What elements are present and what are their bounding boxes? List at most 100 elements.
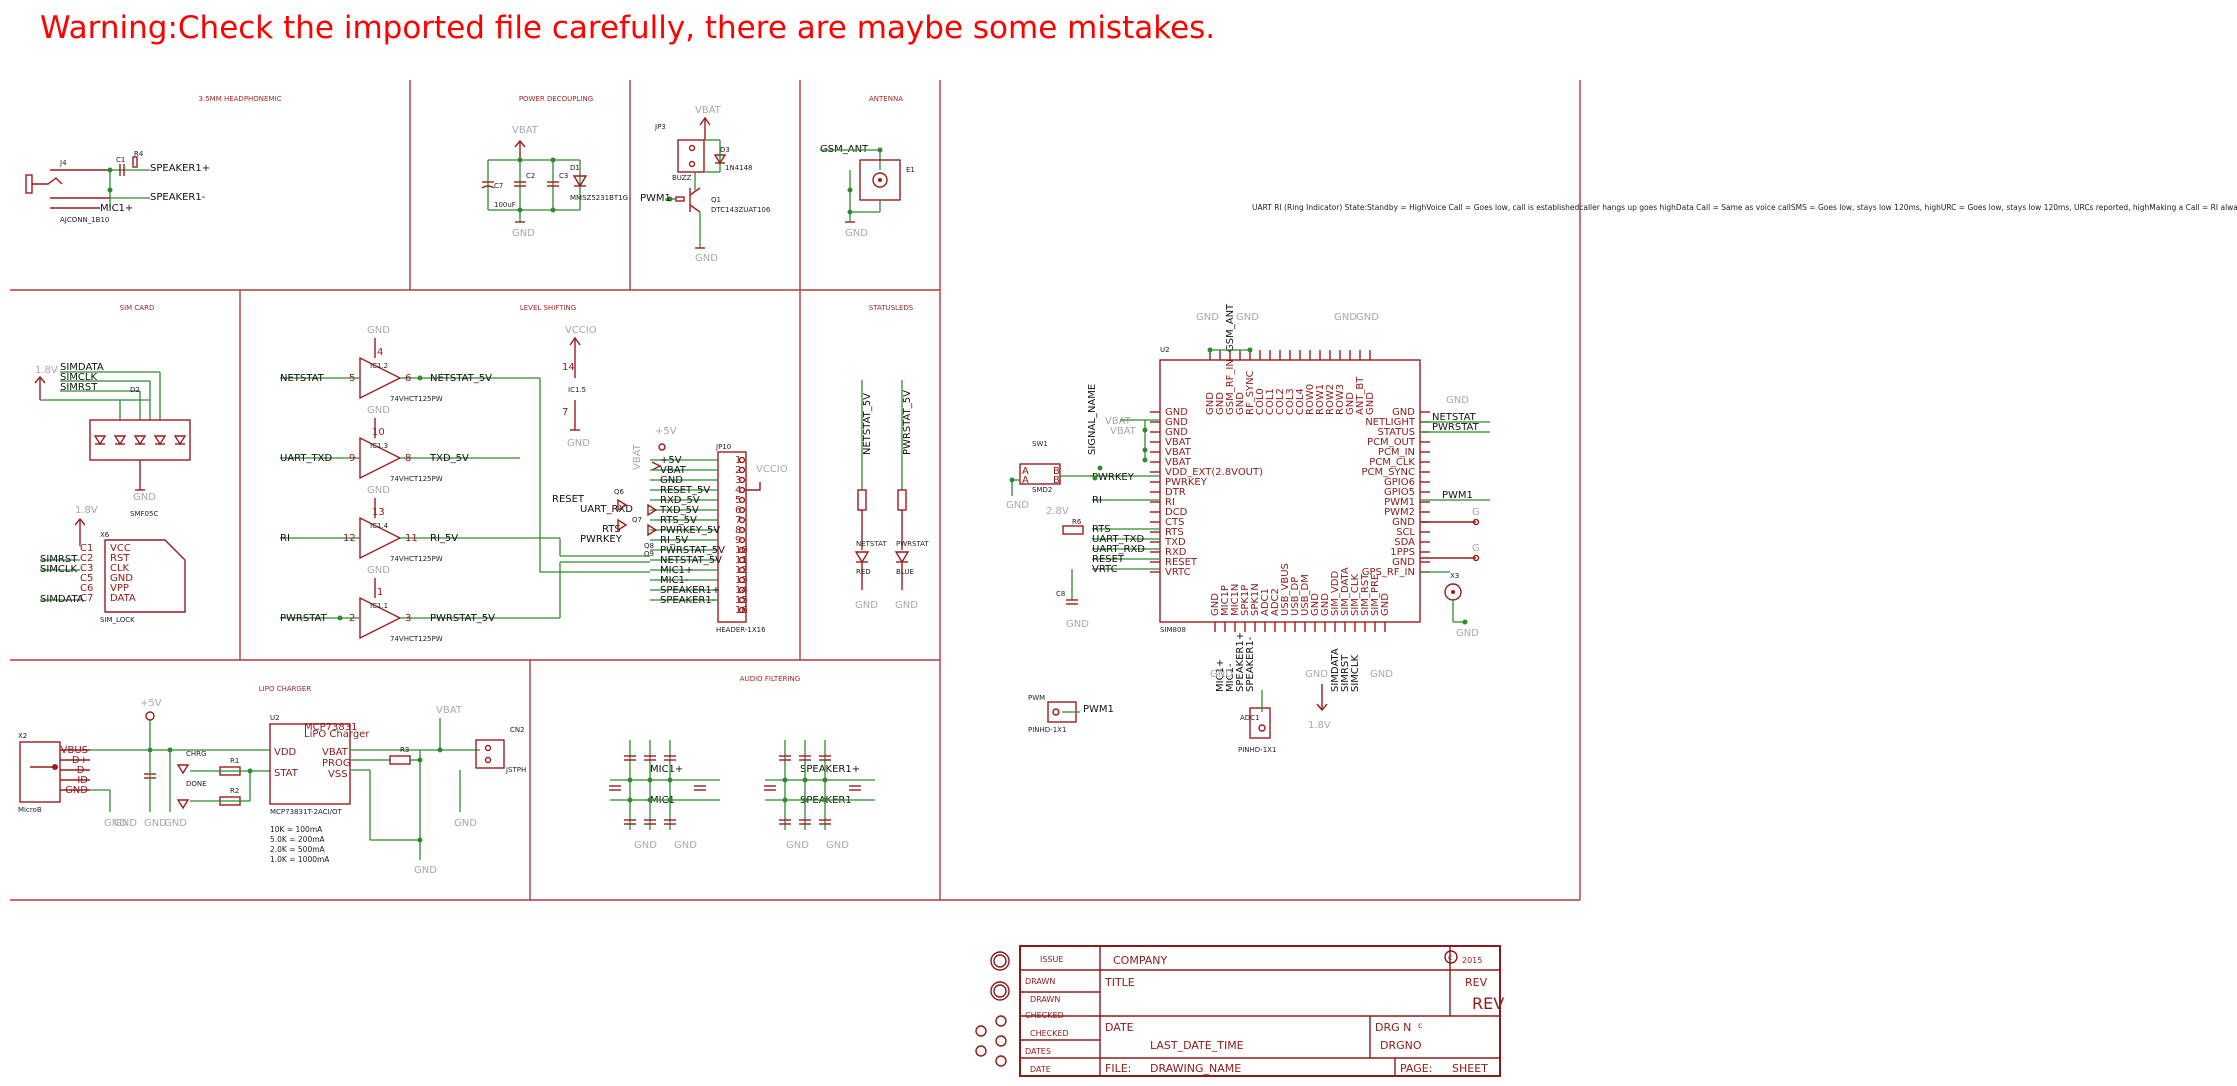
svg-text:A: A [1022, 475, 1029, 486]
header-vbat-pwr: VBAT [632, 443, 643, 470]
title-block: c ISSUE COMPANY 2015 DRAWN DRAWN TITLE R… [975, 945, 1504, 1077]
antenna-ref: E1 [906, 166, 915, 174]
d1-ref: D1 [570, 164, 580, 172]
header-net-14: SPEAKER1- [660, 595, 716, 606]
module-top-pin-10: ROW0 [1305, 384, 1316, 415]
sim-pin-c3: C3 [80, 563, 93, 574]
module-bottom-pin-6: ADC2 [1270, 588, 1281, 616]
res-r1: R1 [230, 757, 239, 765]
module-net-reset: RESET [1092, 554, 1125, 565]
module-net-simdata: SIMDATA [1330, 648, 1341, 692]
svg-text:VSS: VSS [328, 769, 348, 780]
module-net-speaker1-plus: SPEAKER1+ [1235, 632, 1246, 692]
svg-text:B: B [1053, 475, 1060, 486]
res-r3: R3 [400, 746, 409, 754]
header-pin-6: 6 [735, 505, 741, 516]
svg-text:1: 1 [377, 587, 383, 598]
section-title-audiofilter: AUDIO FILTERING [740, 675, 800, 683]
svg-text:13: 13 [372, 507, 385, 518]
sim-pin-c5: C5 [80, 573, 93, 584]
tvs-ref: D2 [130, 386, 140, 394]
svg-text:GND: GND [895, 600, 918, 611]
svg-text:G: G [1472, 507, 1480, 518]
module-right-pin-8: GPIO5 [1384, 487, 1415, 498]
module-net-speaker1-minus: SPEAKER1- [1245, 636, 1256, 692]
module-right-pin-9: PWM1 [1384, 497, 1415, 508]
svg-text:GND: GND [786, 840, 809, 851]
svg-text:10: 10 [372, 427, 385, 438]
module-bottom-pin-11: GND [1320, 593, 1331, 616]
net-netstat-5v: NETSTAT_5V [430, 373, 492, 384]
svg-text:GND: GND [144, 818, 167, 829]
switch-part: SMD2 [1032, 486, 1052, 494]
svg-text:GND: GND [674, 840, 697, 851]
module-bottom-pin-12: SIM_VDD [1330, 571, 1341, 616]
buffer-ic1-4: GND RI RI_5V IC1.4 74VHCT125PW 12 11 13 [280, 485, 560, 563]
tb-rev: REV [1465, 976, 1488, 989]
section-title-charger: LIPO CHARGER [259, 685, 312, 693]
net-mic1-plus: MIC1+ [100, 203, 133, 214]
svg-text:GND: GND [414, 865, 437, 876]
net-simdata-bottom: SIMDATA [40, 594, 84, 605]
net-pwrstat-5v-led: PWRSTAT_5V [902, 390, 913, 455]
svg-text:Q9: Q9 [644, 550, 654, 558]
module-right-pin-11: GND [1392, 517, 1415, 528]
pinhd-pwm-label: PWM [1028, 694, 1045, 702]
import-warning: Warning:Check the imported file carefull… [40, 10, 1216, 46]
tb-rev-big: REV [1472, 994, 1504, 1013]
module-right-pin-7: GPIO6 [1384, 477, 1415, 488]
charger-ic-sub: LiPO Charger [304, 729, 370, 740]
tb-company: COMPANY [1113, 954, 1168, 967]
svg-text:GND: GND [367, 405, 390, 416]
header-pin-8: 8 [735, 525, 741, 536]
module-r6-ref: R6 [1072, 518, 1082, 526]
header-pin-list: 1+5V2VBAT3GND4RESET_5V5RXD_5V6TXD_5V7RTS… [650, 455, 748, 616]
svg-text:74VHCT125PW: 74VHCT125PW [390, 475, 443, 483]
buzzer-vbat: VBAT [695, 105, 722, 116]
module-net-vrtc: VRTC [1092, 564, 1118, 575]
sim-sig-gnd: GND [110, 573, 133, 584]
tb-file-value: DRAWING_NAME [1150, 1062, 1241, 1075]
net-netstat-in: NETSTAT [280, 373, 325, 384]
header-net-0: +5V [660, 455, 682, 466]
res-r2: R2 [230, 787, 239, 795]
switch-ref: SW1 [1032, 440, 1048, 448]
net-simrst-top: SIMRST [60, 382, 98, 393]
tb-date-value: LAST_DATE_TIME [1150, 1039, 1244, 1052]
module-bottom-pin-16: SIM_PRE [1370, 574, 1381, 616]
module-right-pin-2: STATUS [1377, 427, 1415, 438]
net-ri-5v: RI_5V [430, 533, 458, 544]
module-left-pin-5: VBAT [1165, 457, 1192, 468]
sim-holder [104, 539, 186, 613]
sim-gnd: GND [133, 492, 156, 503]
module-left-pin-1: GND [1165, 417, 1188, 428]
module-right-pin-14: 1PPS [1390, 547, 1415, 558]
tb-drg-o: c [1418, 1021, 1422, 1030]
module-net-uart-rxd: UART_RXD [1092, 544, 1145, 555]
header-pin-15: 15 [735, 595, 748, 606]
module-net-simclk: SIMCLK [1350, 655, 1361, 692]
svg-text:GND: GND [1066, 619, 1089, 630]
c7-value: 100uF [494, 201, 516, 209]
module-pwr-28: 2.8V [1046, 506, 1069, 517]
svg-text:GND: GND [1334, 312, 1357, 323]
headphone-jack-circuit: J4 AJCONN_1B10 C1 R4 SPEAKER1+ SPEAKER1-… [25, 150, 210, 224]
header-pin-2: 2 [735, 465, 741, 476]
module-right-pin-13: SDA [1394, 537, 1415, 548]
tb-sheet: SHEET [1452, 1062, 1488, 1075]
module-bottom-pin-5: ADC1 [1260, 588, 1271, 616]
tb-checked-2: CHECKED [1030, 1029, 1069, 1038]
sim-pin-c2: C2 [80, 553, 93, 564]
svg-text:GND: GND [1456, 628, 1479, 639]
header-net-11: MIC1+ [660, 565, 693, 576]
module-net-gsm-ant: GSM_ANT [1225, 303, 1236, 352]
svg-text:4: 4 [377, 347, 383, 358]
module-bottom-pin-1: MIC1P [1220, 585, 1231, 616]
module-bottom-pin-9: USB_DM [1300, 574, 1311, 616]
module-left-pin-14: RXD [1165, 547, 1187, 558]
header-net-1: VBAT [660, 465, 687, 476]
module-right-pin-5: PCM_CLK [1369, 457, 1415, 468]
